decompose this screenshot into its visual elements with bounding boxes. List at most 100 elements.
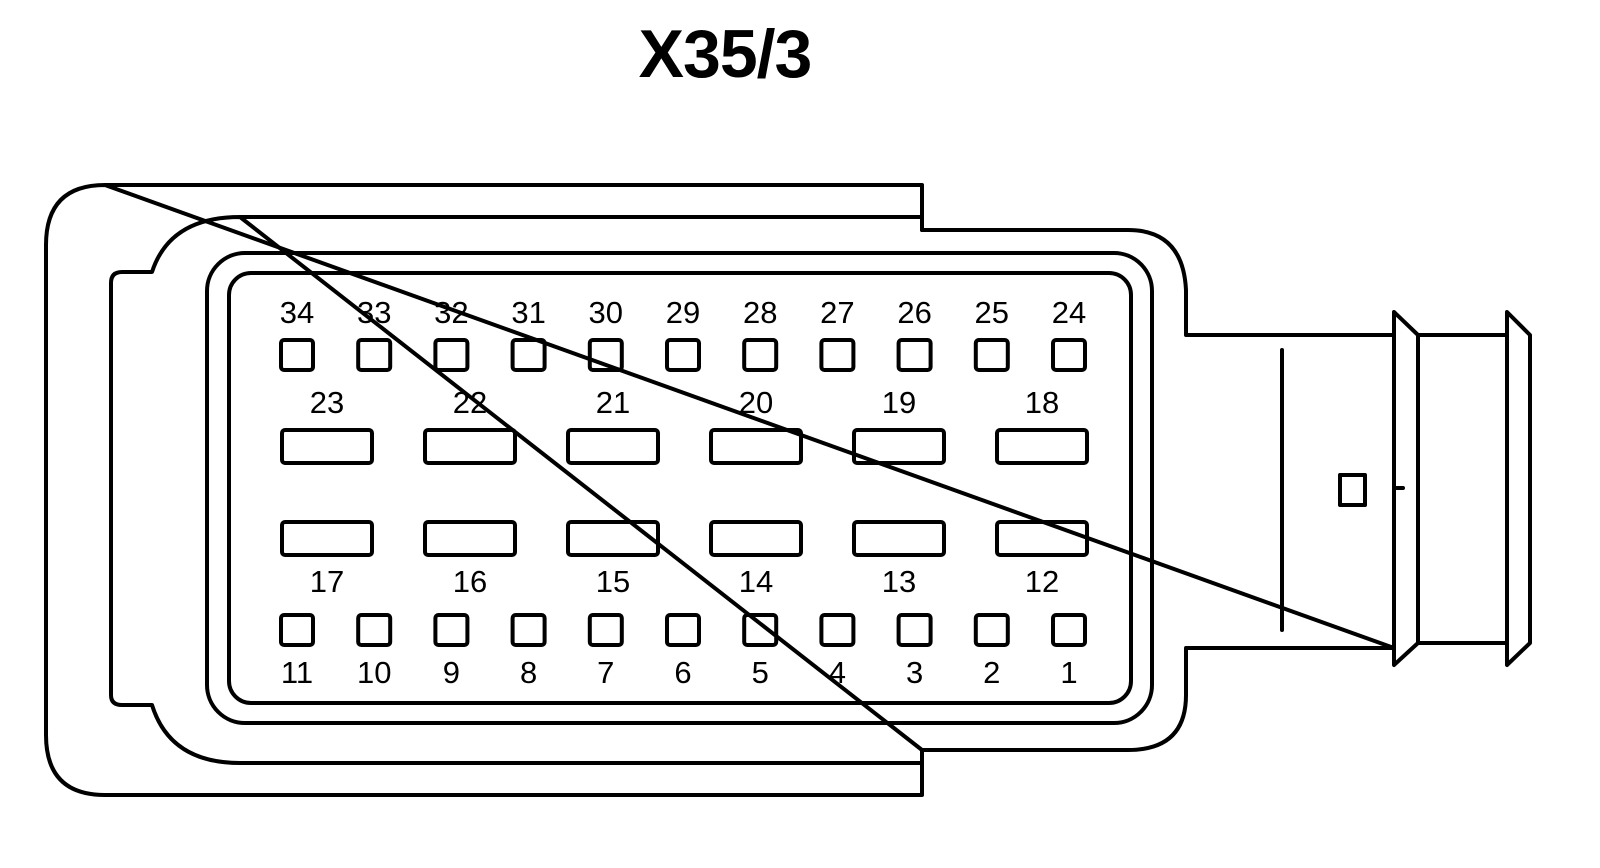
pin-cavity-square (973, 613, 1010, 647)
pin-15: 15 (566, 520, 660, 599)
housing-outer-outline (44, 183, 1396, 797)
pin-number-label: 16 (453, 564, 487, 599)
pin-cavity-wide (852, 520, 946, 557)
pin-number-label: 32 (434, 295, 468, 330)
pin-20: 20 (709, 385, 803, 465)
pin-cavity-square (433, 338, 470, 372)
pin-number-label: 24 (1052, 295, 1086, 330)
pin-cavity-square (587, 613, 624, 647)
pin-cavity-square (819, 338, 856, 372)
pin-number-label: 14 (739, 564, 773, 599)
pin-cavity-wide (423, 428, 517, 465)
pin-cavity-wide (566, 520, 660, 557)
pin-number-label: 29 (666, 295, 700, 330)
pin-number-label: 34 (280, 295, 314, 330)
pin-cavity-square (510, 338, 547, 372)
pin-cavity-square (896, 613, 933, 647)
pin-number-label: 23 (310, 385, 344, 420)
pin-2: 2 (973, 613, 1010, 690)
pin-27: 27 (819, 295, 856, 372)
pin-11: 11 (279, 613, 315, 690)
pin-8: 8 (510, 613, 547, 690)
pin-number-label: 5 (752, 655, 769, 690)
pin-cavity-square (742, 338, 779, 372)
pin-cavity-wide (852, 428, 946, 465)
boot-marker-square (1338, 473, 1367, 507)
pin-4: 4 (819, 613, 856, 690)
pin-number-label: 13 (882, 564, 916, 599)
pin-number-label: 7 (597, 655, 614, 690)
pin-number-label: 10 (357, 655, 391, 690)
pin-number-label: 25 (975, 295, 1009, 330)
pin-cavity-wide (280, 520, 374, 557)
cavity-inner-frame (227, 271, 1133, 705)
pin-cavity-square (510, 613, 547, 647)
pin-25: 25 (973, 295, 1010, 372)
pin-32: 32 (433, 295, 470, 372)
pin-24: 24 (1051, 295, 1087, 372)
pin-cavity-square (1051, 338, 1087, 372)
pin-10: 10 (356, 613, 393, 690)
pin-14: 14 (709, 520, 803, 599)
pin-number-label: 4 (829, 655, 846, 690)
pin-cavity-square (1051, 613, 1087, 647)
pin-number-label: 22 (453, 385, 487, 420)
pin-3: 3 (896, 613, 933, 690)
pin-number-label: 27 (820, 295, 854, 330)
pin-number-label: 15 (596, 564, 630, 599)
pin-cavity-square (356, 613, 393, 647)
pin-cavity-square (587, 338, 624, 372)
pin-cavity-square (973, 338, 1010, 372)
pin-number-label: 33 (357, 295, 391, 330)
pin-number-label: 3 (906, 655, 923, 690)
pin-1: 1 (1051, 613, 1087, 690)
pin-22: 22 (423, 385, 517, 465)
pin-number-label: 18 (1025, 385, 1059, 420)
pin-number-label: 1 (1060, 655, 1077, 690)
pin-number-label: 20 (739, 385, 773, 420)
pin-cavity-square (356, 338, 393, 372)
pin-23: 23 (280, 385, 374, 465)
pin-12: 12 (995, 520, 1089, 599)
pin-number-label: 21 (596, 385, 630, 420)
pin-cavity-wide (423, 520, 517, 557)
pin-number-label: 6 (674, 655, 691, 690)
pin-cavity-wide (995, 428, 1089, 465)
pin-cavity-wide (709, 520, 803, 557)
pin-number-label: 2 (983, 655, 1000, 690)
pin-cavity-square (279, 338, 315, 372)
pin-cavity-square (742, 613, 779, 647)
pin-cavity-square (433, 613, 470, 647)
pin-30: 30 (587, 295, 624, 372)
pin-33: 33 (356, 295, 393, 372)
pin-5: 5 (742, 613, 779, 690)
pin-number-label: 30 (589, 295, 623, 330)
cavity-outer-frame (205, 251, 1154, 725)
pin-21: 21 (566, 385, 660, 465)
pin-18: 18 (995, 385, 1089, 465)
pin-7: 7 (587, 613, 624, 690)
pin-cavity-square (665, 338, 701, 372)
pin-cavity-wide (995, 520, 1089, 557)
pin-number-label: 19 (882, 385, 916, 420)
pin-29: 29 (665, 295, 701, 372)
pin-13: 13 (852, 520, 946, 599)
pin-number-label: 31 (511, 295, 545, 330)
pin-28: 28 (742, 295, 779, 372)
pin-number-label: 28 (743, 295, 777, 330)
pin-number-label: 11 (281, 655, 313, 690)
pin-34: 34 (279, 295, 315, 372)
pin-6: 6 (665, 613, 701, 690)
boot-ring-right (1505, 310, 1532, 667)
pin-cavity-square (896, 338, 933, 372)
pin-cavity-square (279, 613, 315, 647)
pin-9: 9 (433, 613, 470, 690)
pin-cavity-wide (566, 428, 660, 465)
pin-cavity-wide (709, 428, 803, 465)
connector-title: X35/3 (638, 16, 813, 92)
pin-16: 16 (423, 520, 517, 599)
pin-number-label: 12 (1025, 564, 1059, 599)
pin-number-label: 26 (897, 295, 931, 330)
